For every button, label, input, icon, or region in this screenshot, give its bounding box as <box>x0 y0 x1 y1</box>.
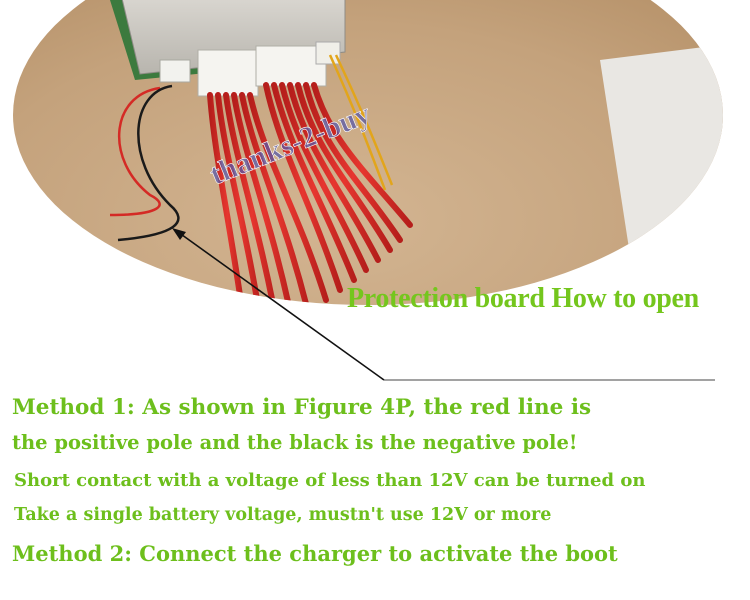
instruction-line-3: Short contact with a voltage of less tha… <box>14 470 646 491</box>
instruction-line-2: the positive pole and the black is the n… <box>12 431 578 454</box>
photo-content: thanks-2-buy <box>13 0 723 305</box>
small-connector <box>159 59 191 83</box>
pointer-arrow-line <box>177 231 385 381</box>
main-connector-left <box>197 49 259 97</box>
yellow-wires <box>328 54 394 191</box>
black-test-wire <box>117 84 180 242</box>
pointer-arrow-head <box>172 228 186 240</box>
photo-region: thanks-2-buy <box>13 0 723 381</box>
battery-board-photo: thanks-2-buy <box>13 0 723 381</box>
side-connector <box>315 41 341 65</box>
instruction-line-5: Method 2: Connect the charger to activat… <box>12 541 618 566</box>
page-heading: Protection board How to open <box>347 283 699 314</box>
paper-sheet <box>600 40 723 305</box>
red-wire-harness <box>207 82 413 305</box>
red-test-wire <box>109 86 161 217</box>
instruction-line-1: Method 1: As shown in Figure 4P, the red… <box>12 395 592 420</box>
instruction-line-4: Take a single battery voltage, mustn't u… <box>14 505 552 525</box>
